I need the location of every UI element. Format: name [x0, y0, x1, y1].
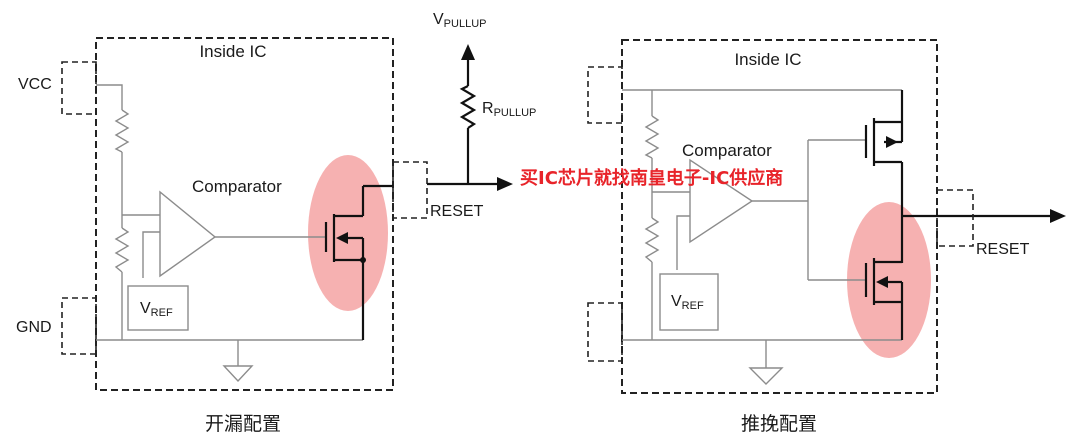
pmos-transistor [864, 90, 904, 263]
vref-box [127, 285, 189, 331]
vcc-pin-right [587, 66, 623, 124]
ic-boundary [95, 37, 394, 391]
vcc-label: VCC [18, 76, 52, 93]
nmos-transistor [324, 184, 393, 340]
vpullup-label: VPULLUP [433, 11, 486, 30]
output-arrow-left [497, 177, 513, 191]
reset-pin-left [392, 161, 428, 219]
vcc-pin [61, 61, 97, 115]
ic-boundary-right [621, 39, 938, 394]
gnd-pin [61, 297, 97, 355]
vref-label-right: VREF [671, 293, 704, 312]
ic-title-right: Inside IC [734, 50, 801, 69]
push-pull-circuit: Inside IC Comparator VREF [587, 39, 1066, 435]
vref-label: VREF [140, 300, 173, 319]
resistor-bottom [114, 227, 130, 273]
ground-symbol-right [748, 367, 784, 385]
open-drain-circuit: Inside IC VCC GND Comparator VREF [16, 11, 536, 435]
pullup-resistor [459, 85, 477, 129]
resistor-top [114, 109, 130, 153]
comparator-label: Comparator [192, 177, 282, 196]
ic-title: Inside IC [199, 42, 266, 61]
gnd-pin-right [587, 302, 623, 362]
reset-label-left: RESET [430, 203, 484, 220]
rpullup-label: RPULLUP [482, 100, 536, 119]
output-arrow-right [1050, 209, 1066, 223]
ground-symbol [222, 365, 254, 383]
reset-pin-right [936, 189, 974, 247]
watermark-text: 买IC芯片就找南皇电子-IC供应商 [520, 167, 783, 189]
gnd-label: GND [16, 319, 52, 336]
comparator-right [689, 158, 754, 244]
comparator-label-right: Comparator [682, 141, 772, 160]
vpullup-arrow [461, 44, 475, 60]
nmos-transistor-right [864, 258, 904, 340]
caption-left: 开漏配置 [205, 413, 281, 435]
transistor-highlight-right [847, 202, 931, 358]
caption-right: 推挽配置 [741, 413, 817, 435]
vref-box-right [659, 273, 719, 331]
comparator [159, 190, 217, 278]
reset-label-right: RESET [976, 241, 1030, 258]
vcc-rail [96, 84, 123, 110]
